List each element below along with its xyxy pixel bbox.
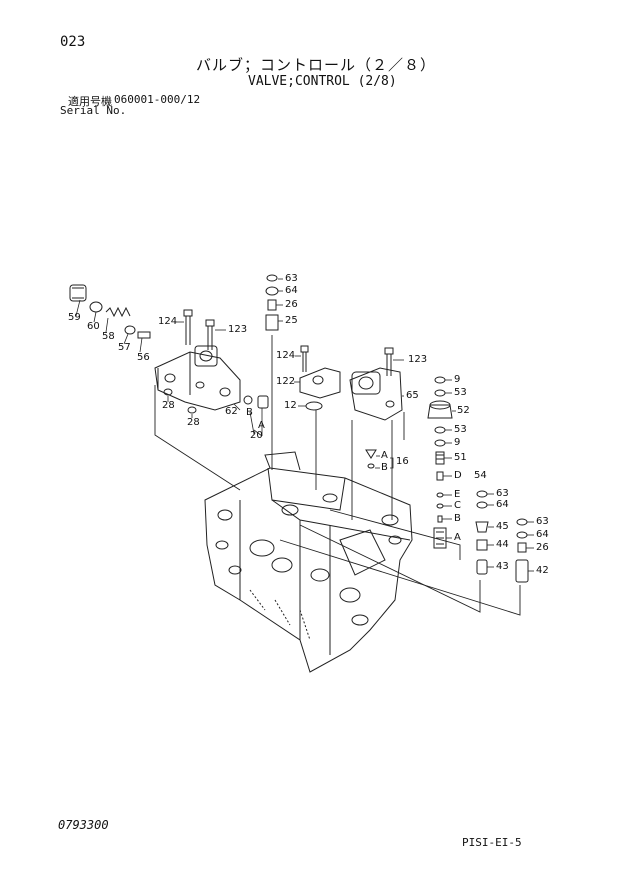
callout-59: 59	[68, 312, 81, 323]
callout-63-mid: 63	[496, 488, 509, 499]
center-cover	[299, 345, 341, 411]
drawing-number: 0793300	[58, 818, 109, 832]
callout-64-right: 64	[536, 529, 549, 540]
callout-D: D	[454, 470, 462, 481]
check-parts-16	[365, 449, 377, 469]
callout-65: 65	[406, 390, 419, 401]
serial-range: 060001-000/12	[114, 93, 201, 106]
serial-label-japanese: 適用号機	[68, 95, 112, 108]
callout-60: 60	[87, 321, 100, 332]
callout-C: C	[454, 500, 461, 511]
callout-54: 54	[474, 470, 487, 481]
serial-label-english: Serial No.	[60, 104, 127, 117]
callout-44: 44	[496, 539, 509, 550]
title-english: VALVE;CONTROL (2/8)	[248, 74, 397, 89]
callout-123-right: 123	[408, 354, 428, 365]
callout-53-upper: 53	[454, 387, 467, 398]
callout-A-left: A	[258, 420, 265, 431]
callout-28-lower: 28	[187, 417, 200, 428]
valve-body	[204, 451, 413, 673]
callout-45: 45	[496, 521, 509, 532]
callout-42: 42	[536, 565, 549, 576]
callout-16: 16	[396, 456, 409, 467]
callout-122: 122	[276, 376, 296, 387]
callout-12: 12	[284, 400, 297, 411]
callout-58: 58	[102, 331, 115, 342]
title-japanese: バルブ；コントロール（２／８）	[196, 56, 437, 74]
assembly-lines	[154, 335, 521, 616]
right-valve-stack	[427, 376, 529, 583]
center-plug-stack	[265, 274, 279, 331]
callout-43: 43	[496, 561, 509, 572]
callout-26-right: 26	[536, 542, 549, 553]
callout-124-left: 124	[158, 316, 178, 327]
callout-64-top: 64	[285, 285, 298, 296]
callout-63-top: 63	[285, 273, 298, 284]
callout-26-top: 26	[285, 299, 298, 310]
leader-lines	[75, 278, 534, 572]
left-cover-assembly	[69, 284, 269, 414]
callout-E: E	[454, 489, 461, 500]
callout-9-upper: 9	[454, 374, 461, 385]
callout-53-lower: 53	[454, 424, 467, 435]
callout-64-mid: 64	[496, 499, 509, 510]
callout-56: 56	[137, 352, 150, 363]
callout-20: 20	[250, 430, 263, 441]
callout-28-upper: 28	[162, 400, 175, 411]
callout-123-left: 123	[228, 324, 248, 335]
right-cover	[349, 347, 403, 421]
callout-B-right: B	[454, 513, 461, 524]
callout-A-right: A	[454, 532, 461, 543]
callout-B-left: B	[246, 407, 253, 418]
callout-A-16: A	[381, 450, 388, 461]
callout-B-16: B	[381, 462, 388, 473]
sheet-code: PISI-EI-5	[462, 836, 522, 849]
callout-51: 51	[454, 452, 467, 463]
callout-63-right: 63	[536, 516, 549, 527]
callout-62: 62	[225, 406, 238, 417]
callout-124-center: 124	[276, 350, 296, 361]
callout-57: 57	[118, 342, 131, 353]
page-number: 023	[60, 34, 86, 50]
callout-9-lower: 9	[454, 437, 461, 448]
callout-25: 25	[285, 315, 298, 326]
callout-52: 52	[457, 405, 470, 416]
